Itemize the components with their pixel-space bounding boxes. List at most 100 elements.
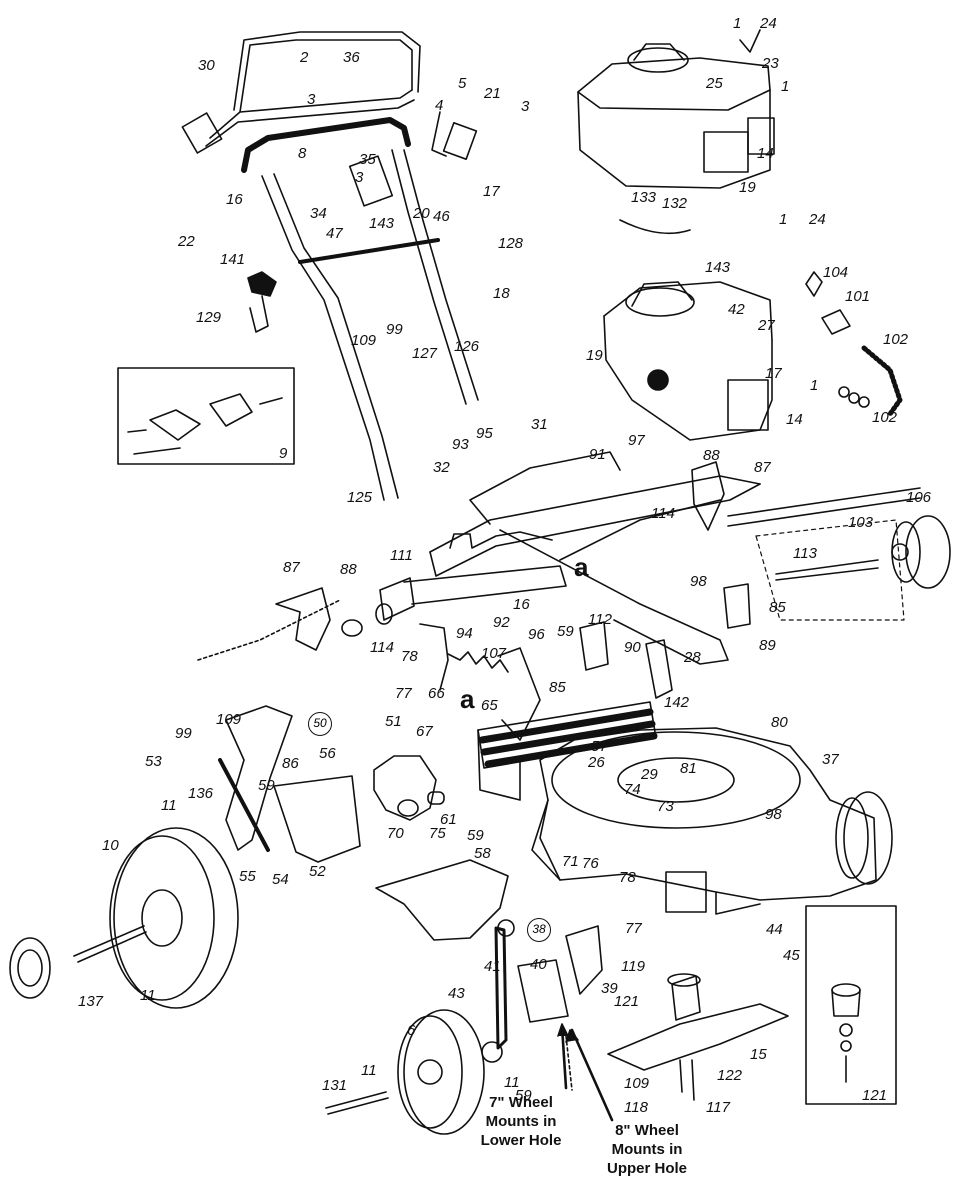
callout-14b: 14 xyxy=(786,411,803,428)
callout-1b: 1 xyxy=(781,78,790,95)
callout-24: 24 xyxy=(760,15,777,32)
callout-114b: 114 xyxy=(370,639,394,656)
callout-59d: 59 xyxy=(515,1087,532,1104)
callout-126: 126 xyxy=(454,338,480,355)
callout-103: 103 xyxy=(848,514,874,531)
callout-142: 142 xyxy=(664,694,690,711)
callout-132: 132 xyxy=(662,195,688,212)
upper-handle xyxy=(181,31,421,154)
callout-87: 87 xyxy=(754,459,771,476)
callout-141: 141 xyxy=(220,251,246,268)
callout-88: 88 xyxy=(703,447,720,464)
inset-box-9 xyxy=(117,367,295,465)
callout-102: 102 xyxy=(883,331,909,348)
callout-24b: 24 xyxy=(809,211,826,228)
front-wheel-right xyxy=(843,791,893,885)
callout-30: 30 xyxy=(198,57,215,74)
callout-96: 96 xyxy=(528,626,545,643)
callout-31: 31 xyxy=(531,416,548,433)
callout-133: 133 xyxy=(631,189,657,206)
callout-122: 122 xyxy=(717,1067,743,1084)
callout-56: 56 xyxy=(319,745,336,762)
callout-118: 118 xyxy=(624,1099,648,1116)
rear-axle-rod xyxy=(727,487,921,527)
height-adjust-plate xyxy=(273,775,361,863)
callout-55: 55 xyxy=(239,868,256,885)
callout-95: 95 xyxy=(476,425,493,442)
callout-32: 32 xyxy=(433,459,450,476)
callout-59: 59 xyxy=(557,623,574,640)
callout-6: 6 xyxy=(407,1022,416,1039)
callout-53: 53 xyxy=(145,753,162,770)
callout-2: 2 xyxy=(300,49,309,66)
rear-axle-frame xyxy=(429,451,761,665)
callout-67: 67 xyxy=(416,723,433,740)
callout-34: 34 xyxy=(310,205,327,222)
callout-29: 29 xyxy=(641,766,658,783)
callout-127: 127 xyxy=(412,345,438,362)
callout-46: 46 xyxy=(433,208,450,225)
callout-17b: 17 xyxy=(765,365,782,382)
callout-35: 35 xyxy=(359,151,376,168)
callout-90: 90 xyxy=(624,639,641,656)
callout-94: 94 xyxy=(456,625,473,642)
callout-58: 58 xyxy=(474,845,491,862)
gear-plate xyxy=(373,755,437,821)
callout-43: 43 xyxy=(448,985,465,1002)
connection-mark-a-upper: a xyxy=(574,552,589,582)
control-bracket xyxy=(348,155,394,207)
callout-52: 52 xyxy=(309,863,326,880)
callout-40: 40 xyxy=(530,956,547,973)
inset-box-121 xyxy=(805,905,897,1105)
callout-9: 9 xyxy=(279,445,288,462)
callout-111: 111 xyxy=(390,547,413,564)
callout-109: 109 xyxy=(351,332,377,349)
note-7-line-3: Lower Hole xyxy=(480,1131,562,1149)
callout-20: 20 xyxy=(413,205,430,222)
callout-98b: 98 xyxy=(765,806,782,823)
callout-19b: 19 xyxy=(586,347,603,364)
callout-65: 65 xyxy=(481,697,498,714)
callout-77: 77 xyxy=(395,685,412,702)
callout-77b: 77 xyxy=(625,920,642,937)
callout-85b: 85 xyxy=(549,679,566,696)
callout-125: 125 xyxy=(347,489,373,506)
callout-3c: 3 xyxy=(355,169,364,186)
callout-66: 66 xyxy=(428,685,445,702)
callout-1c: 1 xyxy=(779,211,788,228)
callout-81: 81 xyxy=(680,760,697,777)
callout-78: 78 xyxy=(401,648,418,665)
callout-91: 91 xyxy=(589,446,606,463)
cross-bar xyxy=(298,238,440,264)
callout-54: 54 xyxy=(272,871,289,888)
callout-74: 74 xyxy=(624,781,641,798)
callout-87b: 87 xyxy=(283,559,300,576)
throttle-control xyxy=(442,122,478,160)
note-8-line-1: 8" Wheel xyxy=(615,1122,679,1139)
callout-102b: 102 xyxy=(872,409,898,426)
callout-3b: 3 xyxy=(521,98,530,115)
callout-1d: 1 xyxy=(810,377,819,394)
rear-wheel-6 xyxy=(403,1009,485,1135)
callout-119: 119 xyxy=(621,958,645,975)
callout-28: 28 xyxy=(684,649,701,666)
note-8-inch-wheel: 8" Wheel Mounts in Upper Hole xyxy=(592,1122,702,1178)
callout-45: 45 xyxy=(783,947,800,964)
callout-22: 22 xyxy=(178,233,195,250)
callout-137: 137 xyxy=(78,993,104,1010)
callout-37: 37 xyxy=(822,751,839,768)
callout-17: 17 xyxy=(483,183,500,200)
mower-deck xyxy=(531,727,877,915)
callout-98: 98 xyxy=(690,573,707,590)
hubcap-137 xyxy=(9,937,51,999)
callout-85: 85 xyxy=(769,599,786,616)
engine-upper xyxy=(577,29,775,189)
callout-101: 101 xyxy=(845,288,871,305)
callout-104: 104 xyxy=(823,264,849,281)
callout-136: 136 xyxy=(188,785,214,802)
callout-129: 129 xyxy=(196,309,222,326)
callout-51: 51 xyxy=(385,713,402,730)
callout-114: 114 xyxy=(651,505,675,522)
callout-89: 89 xyxy=(759,637,776,654)
